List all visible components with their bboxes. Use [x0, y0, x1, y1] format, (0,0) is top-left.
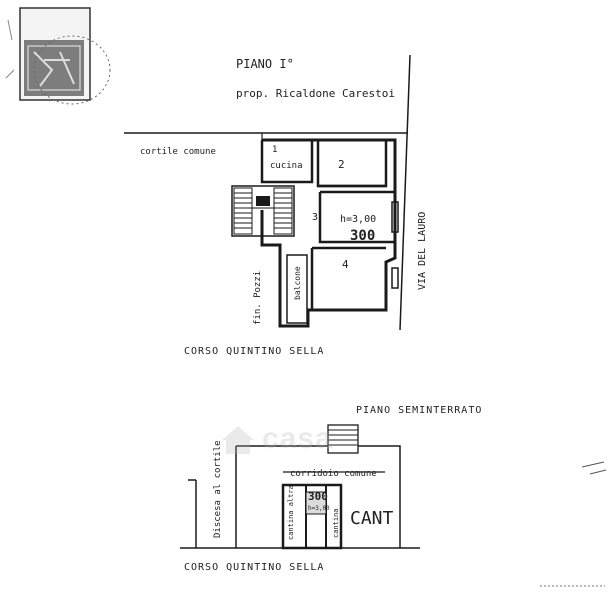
- lower-right-wall: [358, 445, 401, 548]
- descent-label: Discesa al cortile: [213, 440, 223, 538]
- watermark: casa: [212, 416, 412, 466]
- staircase: [231, 185, 295, 237]
- cellar-block: [281, 483, 343, 550]
- room-4-walls: [310, 246, 386, 310]
- lower-staircase: [327, 424, 359, 454]
- balcony-label: balcone: [293, 266, 302, 300]
- wells-label: fin. Pozzi: [253, 271, 263, 325]
- upper-floor-plan: PIANO I° prop. Ricaldone Carestoi: [124, 54, 428, 357]
- street-edge-line: [399, 54, 411, 331]
- room-3-walls: [318, 190, 395, 244]
- corridor-label: corridoio comune: [290, 469, 377, 479]
- cellar-right-label: cantina: [332, 508, 340, 538]
- balcony-outline: [286, 254, 308, 324]
- registry-stamp: [5, 7, 111, 105]
- height-big-label: 300: [350, 228, 375, 244]
- kitchen-walls: [260, 140, 314, 184]
- upper-street-bottom-label: CORSO QUINTINO SELLA: [184, 346, 324, 357]
- lower-street-bottom-label: CORSO QUINTINO SELLA: [184, 562, 324, 573]
- lower-floor-plan: PIANO SEMINTERRATO corridoio comune Disc…: [180, 405, 607, 587]
- room-2-walls: [316, 140, 388, 188]
- kitchen-label: cucina: [270, 161, 303, 171]
- lower-height-note-label: h=3,00: [308, 505, 330, 512]
- upper-plan-owner: prop. Ricaldone Carestoi: [236, 87, 395, 100]
- room-2-label: 2: [338, 158, 345, 171]
- lower-plan-title: PIANO SEMINTERRATO: [356, 405, 482, 416]
- apartment-outline: [260, 138, 397, 328]
- street-side-label: VIA DEL LAURO: [417, 212, 428, 290]
- cellar-left-label: cantina altra: [287, 485, 295, 540]
- room-4-label: 4: [342, 258, 349, 271]
- height-note-label: h=3,00: [340, 214, 376, 225]
- courtyard-label: cortile comune: [140, 147, 216, 157]
- upper-plan-title: PIANO I°: [236, 57, 294, 71]
- room-1-label: 1: [272, 145, 277, 155]
- watermark-text: casa: [262, 422, 333, 455]
- lower-height-big-label: 300: [308, 490, 328, 503]
- house-icon: [222, 426, 254, 454]
- cellar-tag-label: CANT: [350, 508, 394, 529]
- room-3-label: 3: [312, 212, 318, 223]
